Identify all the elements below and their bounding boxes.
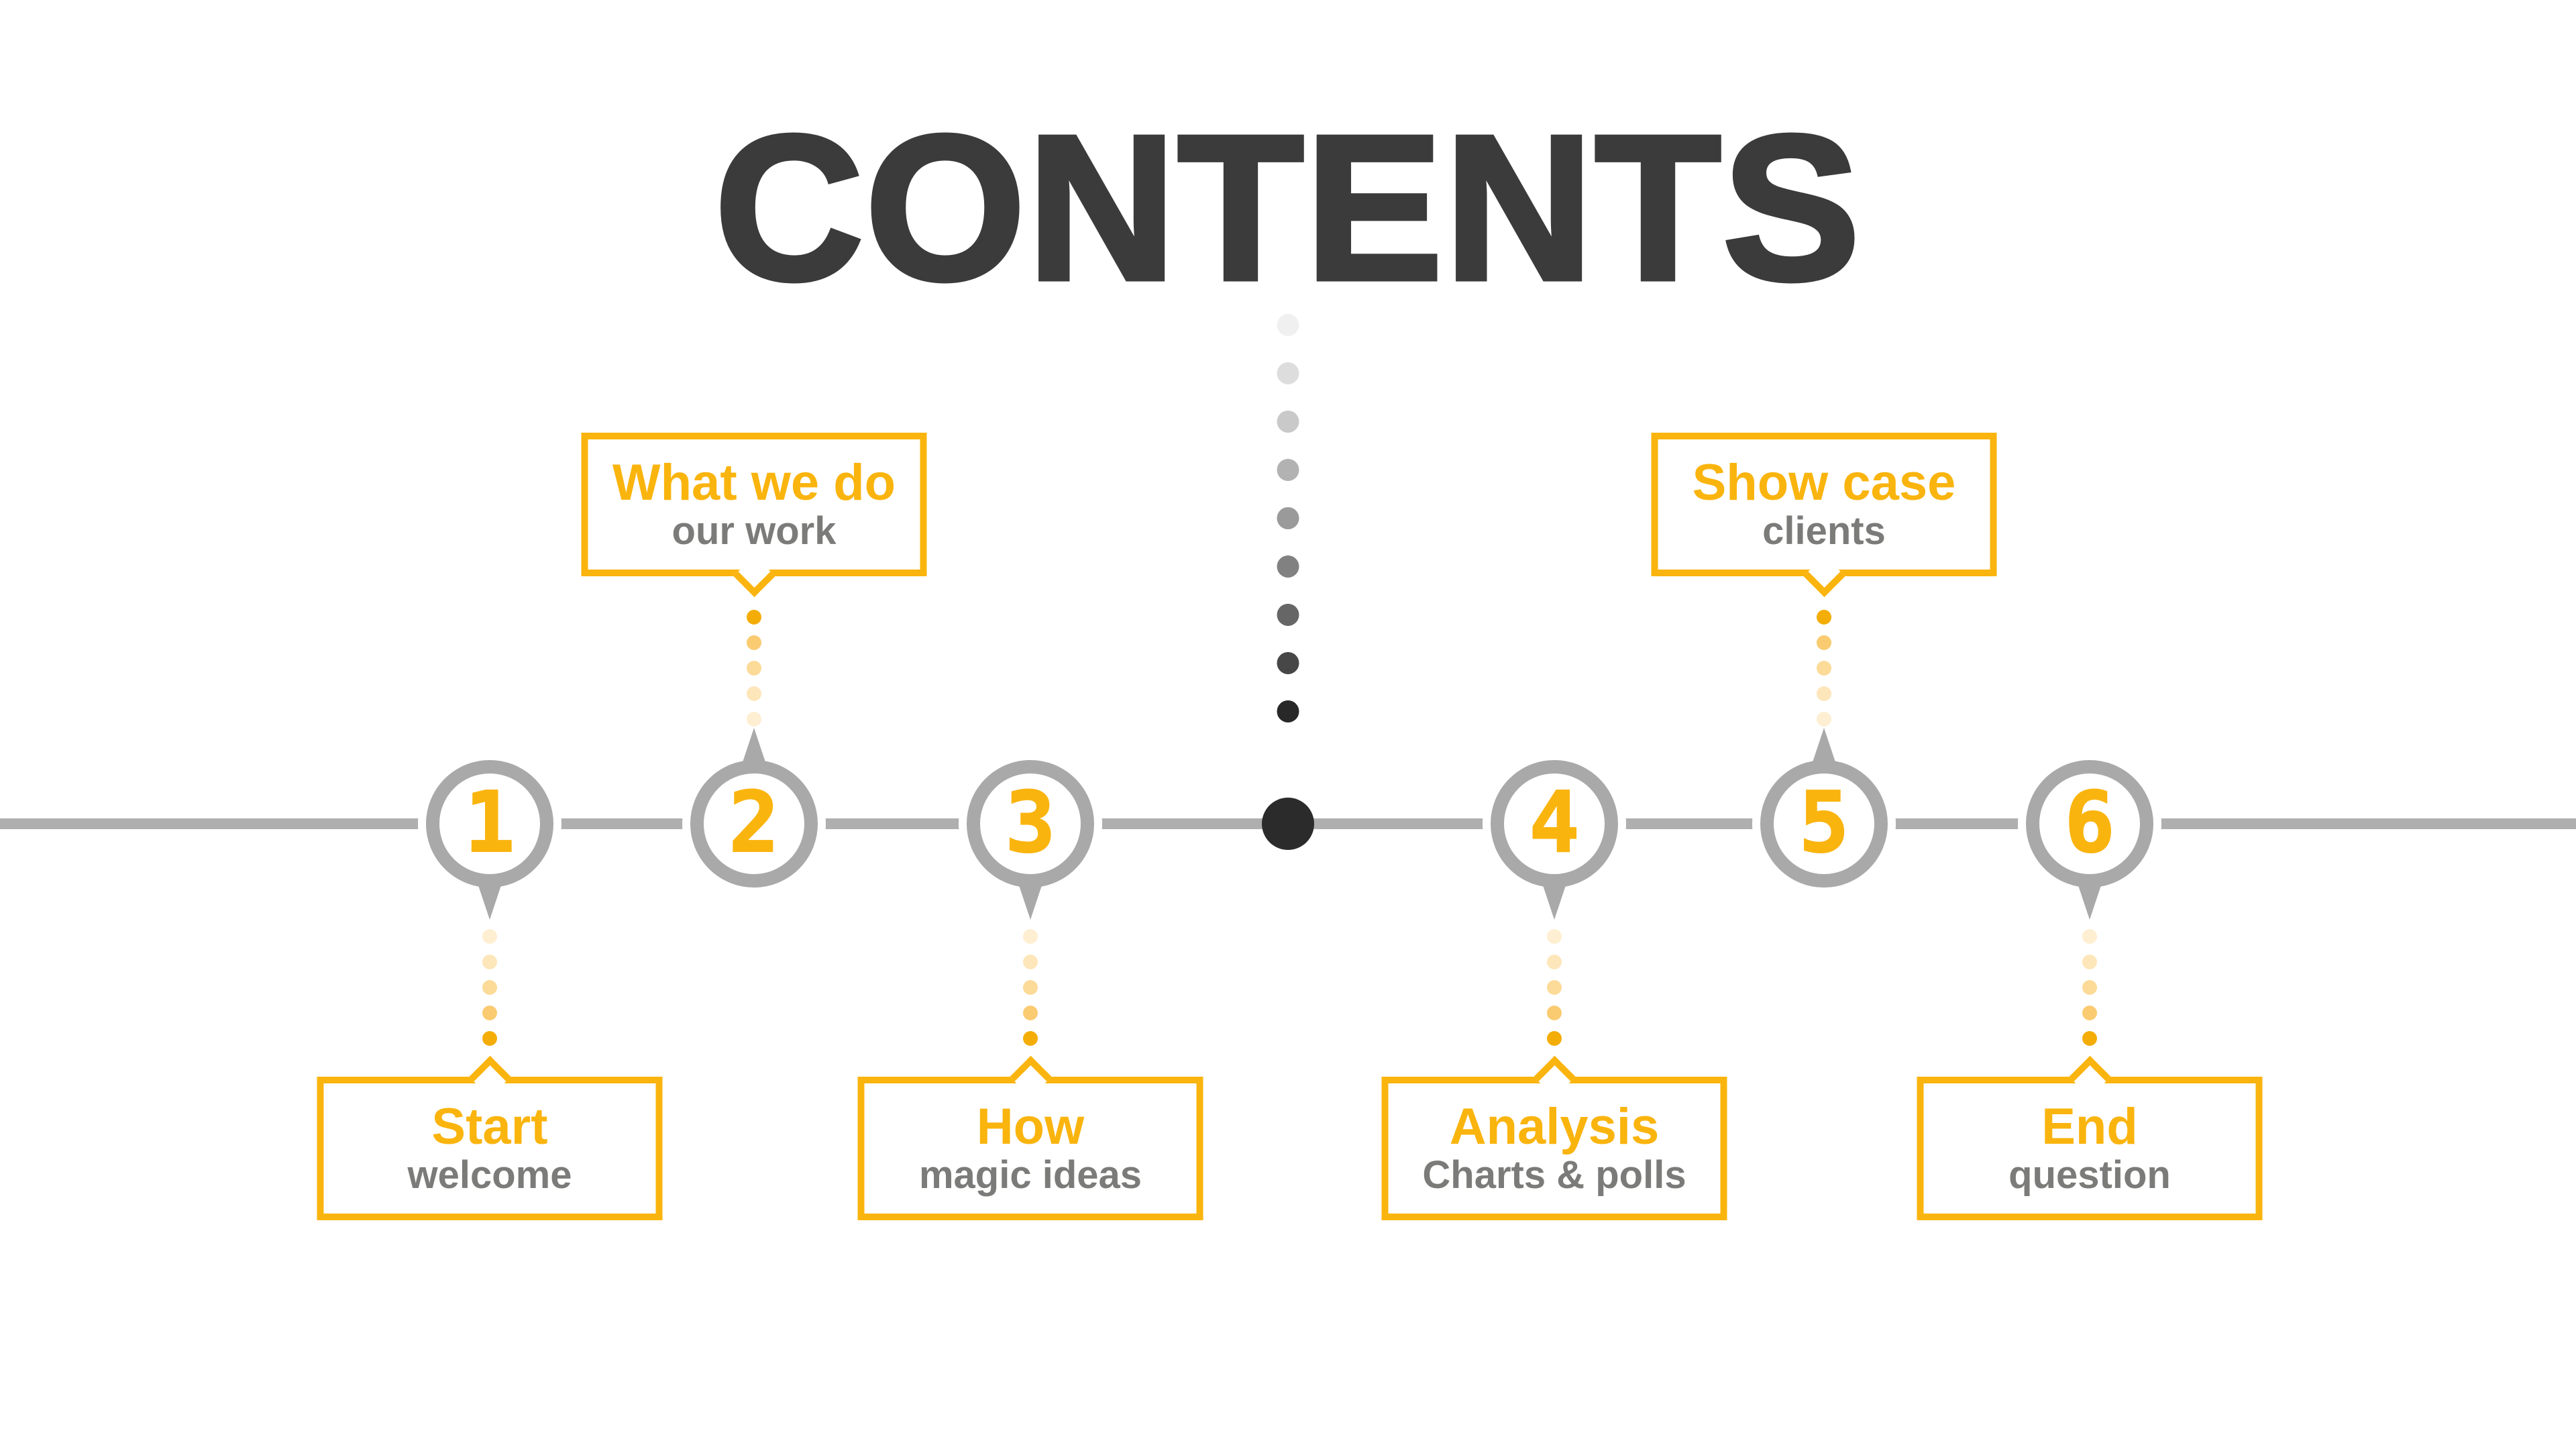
dot bbox=[1817, 635, 1831, 650]
dot bbox=[1023, 955, 1038, 969]
dot bbox=[747, 661, 761, 676]
step-circle-2: 2 bbox=[690, 760, 818, 888]
node-pointer-up-icon bbox=[1811, 728, 1837, 768]
dot bbox=[2082, 980, 2097, 995]
dot bbox=[1817, 686, 1831, 701]
step-number: 5 bbox=[1798, 773, 1849, 871]
callout-subtitle: Charts & polls bbox=[1422, 1153, 1686, 1197]
dot bbox=[1817, 610, 1831, 625]
callout-subtitle: question bbox=[2008, 1153, 2171, 1197]
step-circle-5: 5 bbox=[1760, 760, 1888, 888]
callout-box-show-case: Show case clients bbox=[1651, 433, 1997, 598]
dot bbox=[1547, 929, 1562, 944]
step-number: 4 bbox=[1528, 773, 1580, 871]
dot bbox=[1277, 411, 1299, 433]
dot bbox=[2082, 929, 2097, 944]
callout-box-end: End question bbox=[1917, 1055, 2263, 1220]
dot bbox=[1277, 362, 1299, 384]
dot bbox=[482, 929, 497, 944]
dot bbox=[482, 1006, 497, 1020]
step-number: 3 bbox=[1004, 773, 1056, 871]
dot bbox=[1023, 1006, 1038, 1020]
callout-box-start: Start welcome bbox=[317, 1055, 663, 1220]
dot bbox=[482, 980, 497, 995]
dot bbox=[1547, 955, 1562, 969]
dot bbox=[1277, 604, 1299, 626]
callout-notch-icon bbox=[2068, 1055, 2111, 1098]
dot bbox=[1277, 459, 1299, 481]
node-pointer-down-icon bbox=[1017, 879, 1044, 920]
node-pointer-down-icon bbox=[476, 879, 503, 920]
callout-notch-icon bbox=[1009, 1055, 1052, 1098]
timeline-center-dot bbox=[1262, 798, 1314, 850]
callout-title: Start bbox=[431, 1098, 548, 1156]
callout-box-what-we-do: What we do our work bbox=[581, 433, 927, 598]
callout-subtitle: clients bbox=[1762, 509, 1886, 553]
callout-notch-icon bbox=[1803, 555, 1845, 598]
dot bbox=[482, 955, 497, 969]
callout-notch-icon bbox=[1533, 1055, 1576, 1098]
dot bbox=[747, 635, 761, 650]
dot bbox=[1547, 1031, 1562, 1046]
callout-subtitle: our work bbox=[672, 509, 837, 553]
dot bbox=[1817, 661, 1831, 676]
dot bbox=[1547, 980, 1562, 995]
step-circle-6: 6 bbox=[2026, 760, 2153, 888]
callout-box-how: How magic ideas bbox=[857, 1055, 1203, 1220]
callout-title: What we do bbox=[612, 454, 896, 512]
dot bbox=[2082, 1006, 2097, 1020]
callout-title: End bbox=[2041, 1098, 2138, 1156]
callout-notch-icon bbox=[733, 555, 775, 598]
dot bbox=[2082, 1031, 2097, 1046]
step-circle-3: 3 bbox=[967, 760, 1094, 888]
dot bbox=[1277, 555, 1299, 578]
dot bbox=[747, 686, 761, 701]
dot bbox=[1023, 929, 1038, 944]
dot bbox=[1277, 652, 1299, 674]
dot bbox=[1277, 314, 1299, 336]
dot bbox=[2082, 955, 2097, 969]
dot bbox=[482, 1031, 497, 1046]
node-pointer-up-icon bbox=[741, 728, 767, 768]
callout-subtitle: magic ideas bbox=[918, 1153, 1142, 1197]
page-title: CONTENTS bbox=[712, 93, 1863, 323]
dot bbox=[1817, 712, 1831, 727]
dot bbox=[1023, 980, 1038, 995]
dot bbox=[747, 712, 761, 727]
dot bbox=[1547, 1006, 1562, 1020]
step-number: 2 bbox=[728, 773, 780, 871]
dot bbox=[1277, 700, 1299, 722]
node-pointer-down-icon bbox=[2076, 879, 2103, 920]
callout-title: Show case bbox=[1692, 454, 1956, 512]
step-circle-1: 1 bbox=[426, 760, 553, 888]
dot bbox=[1023, 1031, 1038, 1046]
callout-title: Analysis bbox=[1449, 1098, 1660, 1156]
node-pointer-down-icon bbox=[1541, 879, 1568, 920]
step-circle-4: 4 bbox=[1491, 760, 1618, 888]
dot bbox=[1277, 507, 1299, 529]
callout-subtitle: welcome bbox=[407, 1153, 572, 1197]
callout-title: How bbox=[976, 1098, 1085, 1156]
step-number: 1 bbox=[464, 773, 515, 871]
callout-notch-icon bbox=[468, 1055, 511, 1098]
callout-box-analysis: Analysis Charts & polls bbox=[1381, 1055, 1727, 1220]
step-number: 6 bbox=[2063, 773, 2115, 871]
dot bbox=[747, 610, 761, 625]
